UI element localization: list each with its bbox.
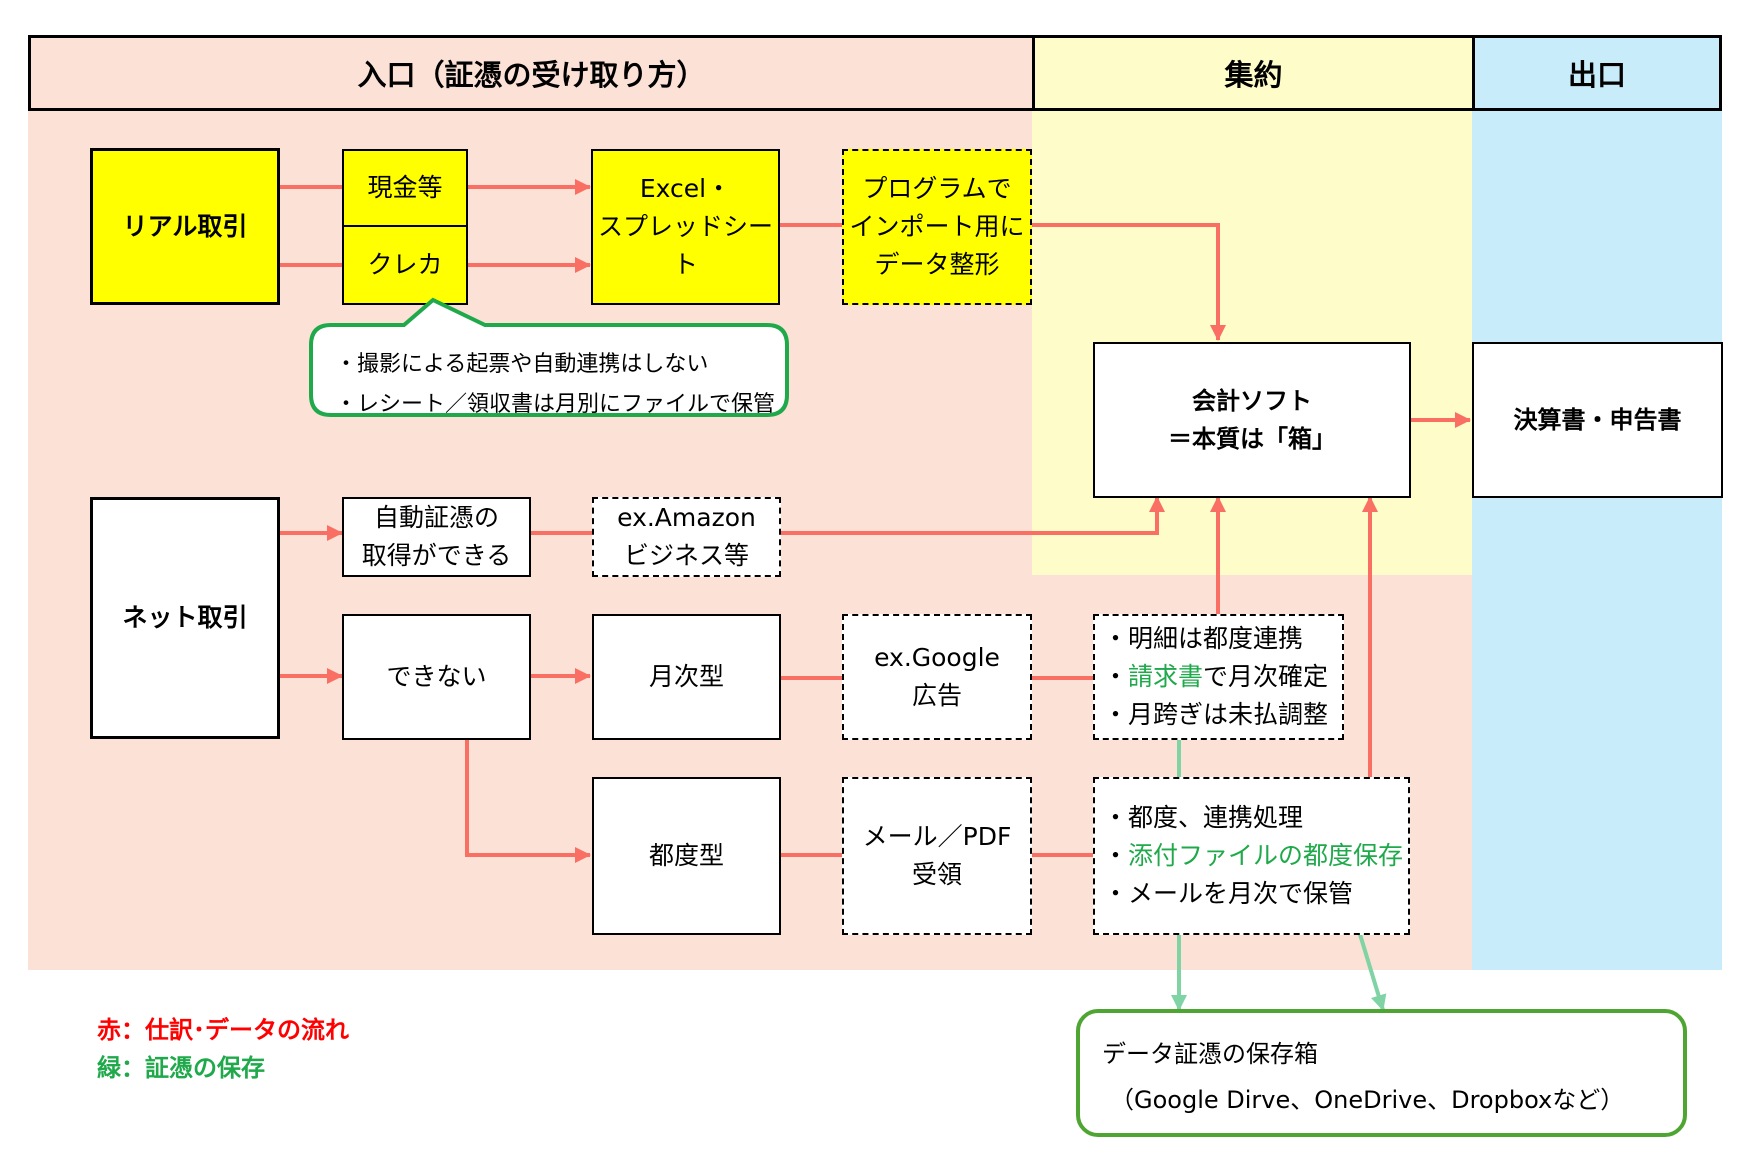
accounting-line-2: ＝本質は「箱」 <box>1168 425 1336 453</box>
header-aggregate-label: 集約 <box>1224 58 1283 92</box>
header-entry-label: 入口（証憑の受け取り方） <box>357 58 706 92</box>
storage-examples: （Google Dirve、OneDrive、Dropboxなど） <box>1110 1086 1625 1114</box>
exit-column-bg <box>1472 35 1722 970</box>
cannot-box: できない <box>342 614 531 740</box>
each-note: ・添付ファイルの都度保存 <box>1103 841 1404 870</box>
mail-pdf-line-1: メール／PDF <box>862 822 1012 851</box>
financial-statements-box: 決算書・申告書 <box>1472 342 1723 498</box>
callout-text: ・撮影による起票や自動連携はしない ・レシート／領収書は月別にファイルで保管 <box>335 345 775 425</box>
google-line-1: ex.Google <box>874 643 1000 672</box>
flow-cannot-to-each <box>465 740 591 863</box>
spreadsheet-line-2: スプレッドシート <box>597 212 773 279</box>
auto-evidence-line-2: 取得ができる <box>361 541 512 570</box>
amazon-line-1: ex.Amazon <box>617 503 756 532</box>
callout-line-2: ・レシート／領収書は月別にファイルで保管 <box>335 392 776 417</box>
each-note: ・メールを月次で保管 <box>1103 879 1354 908</box>
legend-green: 緑：証憑の保存 <box>97 1054 265 1082</box>
net-transaction-box: ネット取引 <box>90 497 280 739</box>
storage-box: データ証憑の保存箱 （Google Dirve、OneDrive、Dropbox… <box>1076 1009 1687 1137</box>
mail-pdf-box: メール／PDF 受領 <box>842 777 1032 935</box>
credit-card-label: クレカ <box>367 250 443 279</box>
legend-red: 赤：仕訳･データの流れ <box>97 1016 349 1044</box>
accounting-line-1: 会計ソフト <box>1192 387 1312 415</box>
amazon-example-box: ex.Amazon ビジネス等 <box>592 497 781 577</box>
each-notes-box: ・都度、連携処理 ・添付ファイルの都度保存 ・メールを月次で保管 <box>1093 777 1410 935</box>
auto-evidence-box: 自動証憑の 取得ができる <box>342 497 531 577</box>
legend: 赤：仕訳･データの流れ 緑：証憑の保存 <box>97 1011 349 1087</box>
credit-card-box: クレカ <box>342 225 468 305</box>
cash-label: 現金等 <box>367 173 443 202</box>
import-program-line-2: インポート用に <box>849 212 1025 241</box>
net-transaction-label: ネット取引 <box>122 603 248 632</box>
each-note: ・都度、連携処理 <box>1103 803 1304 832</box>
callout-line-1: ・撮影による起票や自動連携はしない <box>335 352 709 377</box>
storage-title: データ証憑の保存箱 <box>1102 1040 1318 1068</box>
each-type-box: 都度型 <box>592 777 781 935</box>
amazon-line-2: ビジネス等 <box>623 541 749 570</box>
mail-pdf-line-2: 受領 <box>911 860 962 889</box>
each-type-label: 都度型 <box>648 841 724 870</box>
spreadsheet-box: Excel・ スプレッドシート <box>591 149 780 305</box>
monthly-notes-box: ・明細は都度連携 ・請求書で月次確定 ・月跨ぎは未払調整 <box>1093 614 1344 740</box>
flow-program-to-accounting <box>1032 223 1226 341</box>
cash-box: 現金等 <box>342 149 468 227</box>
monthly-type-box: 月次型 <box>592 614 781 740</box>
import-program-line-1: プログラムで <box>862 174 1012 203</box>
monthly-note: ・明細は都度連携 <box>1103 624 1304 653</box>
financial-statements-label: 決算書・申告書 <box>1513 406 1682 434</box>
google-line-2: 広告 <box>911 681 962 710</box>
spreadsheet-line-1: Excel・ <box>639 174 732 203</box>
auto-evidence-line-1: 自動証憑の <box>373 503 499 532</box>
monthly-note: ・請求書で月次確定 <box>1103 662 1329 691</box>
google-example-box: ex.Google 広告 <box>842 614 1032 740</box>
monthly-note: ・月跨ぎは未払調整 <box>1103 700 1329 729</box>
flow-amazon-to-accounting <box>780 496 1165 535</box>
cannot-label: できない <box>386 662 487 691</box>
real-transaction-label: リアル取引 <box>122 211 248 241</box>
header-exit-label: 出口 <box>1567 58 1626 92</box>
header-exit: 出口 <box>1472 35 1722 111</box>
monthly-type-label: 月次型 <box>648 662 724 691</box>
callout-bubble-shape <box>309 297 789 417</box>
real-transaction-box: リアル取引 <box>90 148 280 305</box>
import-program-line-3: データ整形 <box>874 250 1000 279</box>
accounting-software-box: 会計ソフト ＝本質は「箱」 <box>1093 342 1411 498</box>
import-program-box: プログラムで インポート用に データ整形 <box>842 149 1032 305</box>
